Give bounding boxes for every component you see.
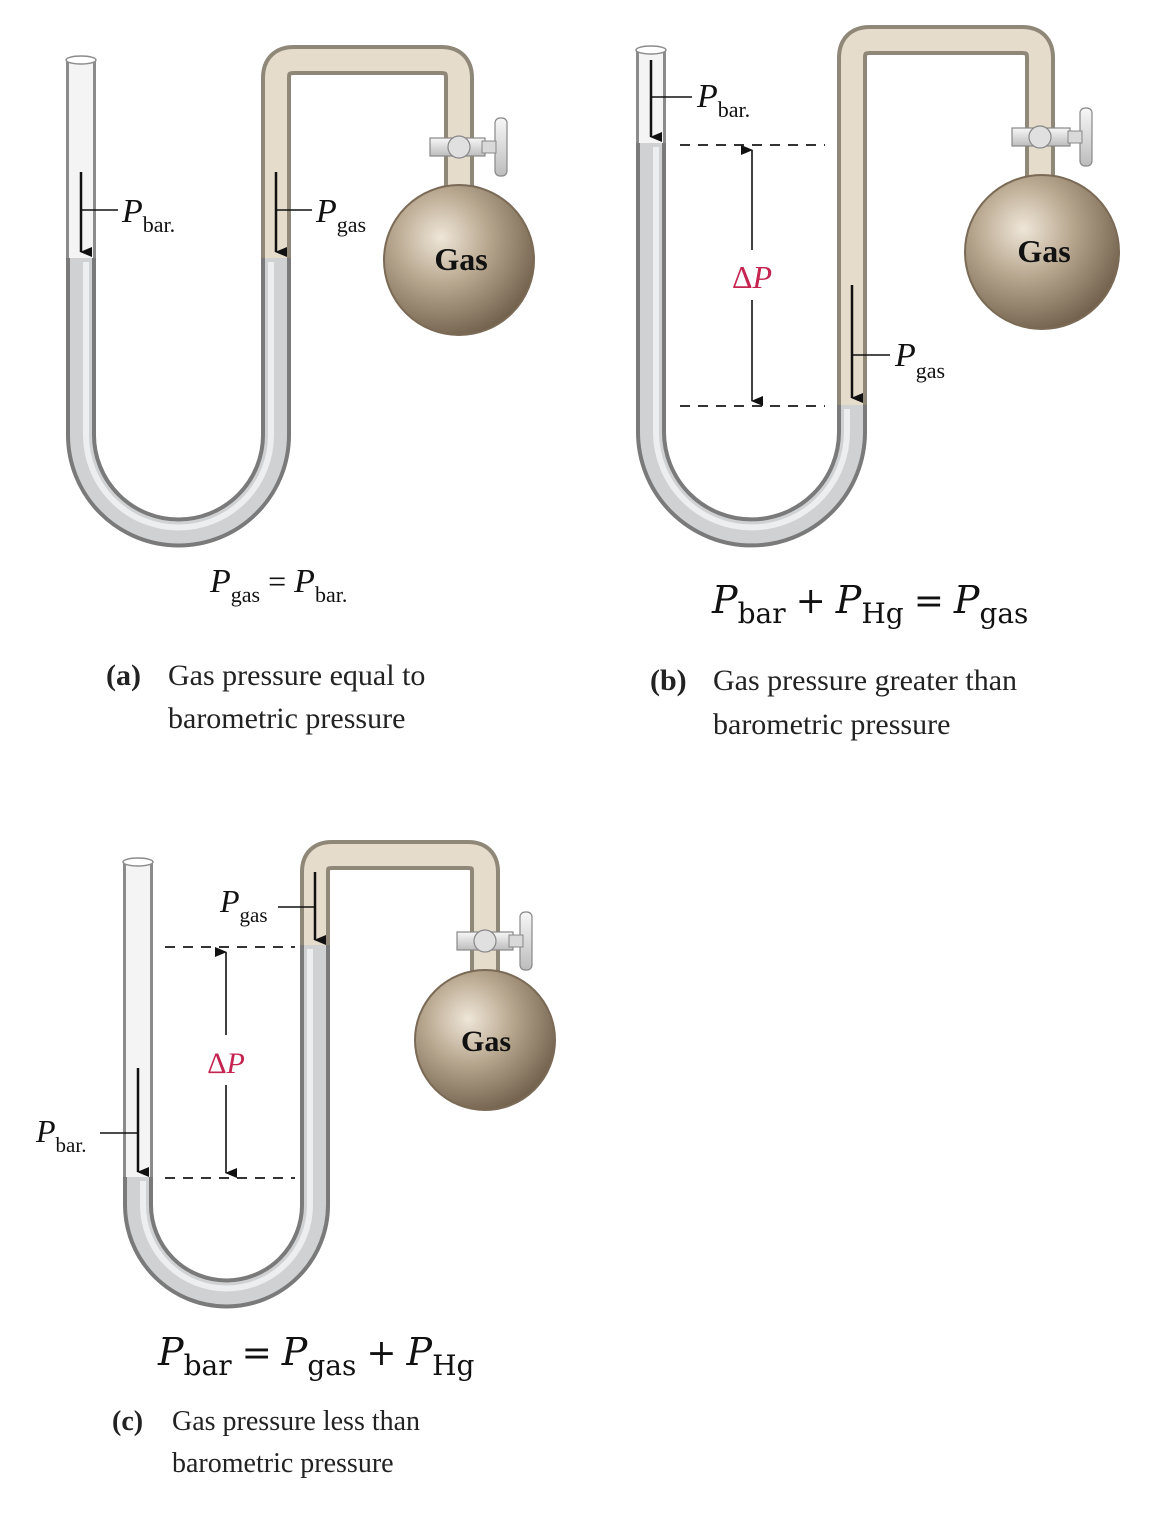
equation-a: Pgas=Pbar. <box>209 563 347 607</box>
p-bar-label: Pbar. <box>696 78 750 122</box>
p-gas-label: Pgas <box>219 883 268 927</box>
caption-a-line2: barometric pressure <box>168 702 405 735</box>
gas-bulb <box>964 174 1120 330</box>
gas-tube <box>300 840 500 985</box>
gas-tube <box>837 25 1055 405</box>
mercury-column <box>123 945 330 1309</box>
panel-a: Gas Pbar. Pgas Pgas=Pbar. (a) Gas pressu… <box>65 45 535 735</box>
p-bar-label: Pbar. <box>35 1113 86 1157</box>
stopcock-valve <box>456 911 533 971</box>
bulb-label: Gas <box>461 1025 511 1058</box>
caption-c-line2: barometric pressure <box>172 1448 394 1479</box>
stopcock-valve <box>429 117 508 177</box>
equation-b: Pbar+PHg=Pgas <box>711 578 1028 630</box>
panel-c: Gas ΔP Pgas Pbar. Pbar=Pgas+PHg (c) Gas … <box>35 840 556 1479</box>
caption-a-line1: Gas pressure equal to <box>168 659 425 692</box>
mercury-column <box>66 258 291 548</box>
equation-c: Pbar=Pgas+PHg <box>157 1330 475 1382</box>
caption-c-line1: Gas pressure less than <box>172 1406 420 1437</box>
caption-a-letter: (a) <box>106 659 141 692</box>
bulb-label: Gas <box>434 241 487 277</box>
delta-p-label: ΔP <box>207 1047 245 1080</box>
mercury-column <box>636 143 867 548</box>
caption-b-line1: Gas pressure greater than <box>713 664 1017 697</box>
caption-b-line2: barometric pressure <box>713 708 950 741</box>
delta-p-label: ΔP <box>732 259 772 295</box>
stopcock-valve <box>1011 107 1093 167</box>
caption-b-letter: (b) <box>650 664 687 697</box>
bulb-label: Gas <box>1017 233 1070 269</box>
p-gas-label: Pgas <box>894 337 945 383</box>
panel-b: Gas ΔP Pbar. Pgas Pbar+PHg=Pgas (b) Gas … <box>635 25 1120 741</box>
gas-bulb <box>383 184 535 336</box>
p-bar-label: Pbar. <box>121 193 175 237</box>
p-gas-label: Pgas <box>315 193 366 237</box>
caption-c-letter: (c) <box>112 1406 143 1437</box>
gas-tube <box>261 45 474 258</box>
gas-bulb <box>414 969 556 1111</box>
